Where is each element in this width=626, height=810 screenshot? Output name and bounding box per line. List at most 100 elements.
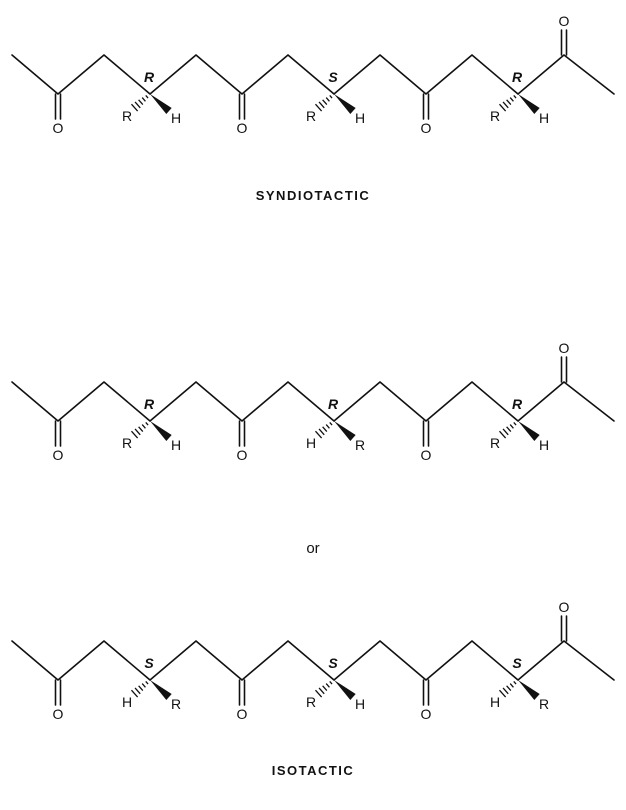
wedge-bond: [334, 421, 356, 441]
hashed-bond-stroke: [325, 683, 330, 688]
hashed-bond-stroke: [509, 97, 514, 102]
syndiotactic-caption: SYNDIOTACTIC: [256, 188, 371, 203]
oxygen-atom-label: O: [53, 447, 64, 463]
hashed-bond-stroke: [502, 687, 509, 695]
hashed-bond-stroke: [322, 685, 328, 691]
oxygen-atom-label: O: [559, 340, 570, 356]
hashed-bond-stroke: [318, 101, 325, 109]
hashed-bond-stroke: [314, 689, 323, 698]
stereo-descriptor: S: [328, 69, 338, 85]
stereo-descriptor: R: [512, 396, 523, 412]
hashed-bond-stroke: [322, 426, 328, 432]
substituent-label: H: [355, 110, 365, 126]
substituent-label: R: [490, 108, 500, 124]
wedge-bond: [334, 94, 356, 114]
substituent-label: H: [122, 694, 132, 710]
substituent-label: R: [355, 437, 365, 453]
oxygen-atom-label: O: [53, 706, 64, 722]
hashed-bond-stroke: [502, 101, 509, 109]
oxygen-atom-label: O: [237, 447, 248, 463]
hashed-bond-stroke: [498, 430, 507, 439]
oxygen-atom-label: O: [559, 599, 570, 615]
hashed-bond-stroke: [325, 97, 330, 102]
wedge-bond: [518, 680, 540, 700]
hashed-bond-stroke: [513, 422, 517, 426]
isotactic-caption: ISOTACTIC: [272, 763, 355, 778]
hashed-bond-stroke: [329, 95, 333, 99]
hashed-bond-stroke: [322, 99, 328, 105]
wedge-bond: [334, 680, 356, 700]
substituent-label: H: [355, 696, 365, 712]
hashed-bond-stroke: [509, 683, 514, 688]
hashed-bond-stroke: [314, 103, 323, 112]
hashed-bond-stroke: [130, 430, 139, 439]
substituent-label: R: [490, 435, 500, 451]
wedge-bond: [150, 421, 172, 441]
hashed-bond-stroke: [141, 97, 146, 102]
hashed-bond-stroke: [314, 430, 323, 439]
hashed-bond-stroke: [145, 422, 149, 426]
hashed-bond-stroke: [502, 428, 509, 436]
backbone-chain: [11, 381, 615, 422]
oxygen-atom-label: O: [559, 13, 570, 29]
substituent-label: R: [306, 694, 316, 710]
hashed-bond-stroke: [130, 689, 139, 698]
stereo-descriptor: R: [512, 69, 523, 85]
hashed-bond-stroke: [506, 426, 512, 432]
oxygen-atom-label: O: [421, 447, 432, 463]
oxygen-atom-label: O: [237, 706, 248, 722]
hashed-bond-stroke: [138, 99, 144, 105]
substituent-label: R: [122, 435, 132, 451]
substituent-label: H: [539, 437, 549, 453]
substituent-label: H: [539, 110, 549, 126]
wedge-bond: [150, 94, 172, 114]
hashed-bond-stroke: [130, 103, 139, 112]
wedge-bond: [518, 94, 540, 114]
substituent-label: R: [171, 696, 181, 712]
hashed-bond-stroke: [506, 685, 512, 691]
stereo-descriptor: R: [144, 69, 155, 85]
isotactic-structure: O O O O S H R S R H S H R: [11, 599, 615, 722]
alternative-structure: O O O O R R H R H R R R H: [11, 340, 615, 463]
stereo-descriptor: R: [144, 396, 155, 412]
hashed-bond-stroke: [329, 422, 333, 426]
substituent-label: H: [490, 694, 500, 710]
or-connector: or: [306, 540, 319, 557]
hashed-bond-stroke: [145, 95, 149, 99]
hashed-bond-stroke: [498, 103, 507, 112]
oxygen-atom-label: O: [421, 120, 432, 136]
hashed-bond-stroke: [141, 424, 146, 429]
oxygen-atom-label: O: [421, 706, 432, 722]
hashed-bond-stroke: [325, 424, 330, 429]
hashed-bond-stroke: [145, 681, 149, 685]
substituent-label: H: [171, 437, 181, 453]
stereo-descriptor: R: [328, 396, 339, 412]
substituent-label: R: [122, 108, 132, 124]
substituent-label: H: [171, 110, 181, 126]
wedge-bond: [518, 421, 540, 441]
hashed-bond-stroke: [134, 101, 141, 109]
oxygen-atom-label: O: [53, 120, 64, 136]
stereo-descriptor: S: [144, 655, 154, 671]
hashed-bond-stroke: [134, 428, 141, 436]
hashed-bond-stroke: [513, 95, 517, 99]
hashed-bond-stroke: [513, 681, 517, 685]
hashed-bond-stroke: [138, 426, 144, 432]
hashed-bond-stroke: [318, 687, 325, 695]
substituent-label: R: [306, 108, 316, 124]
backbone-chain: [11, 640, 615, 681]
stereo-descriptor: S: [328, 655, 338, 671]
hashed-bond-stroke: [329, 681, 333, 685]
wedge-bond: [150, 680, 172, 700]
hashed-bond-stroke: [138, 685, 144, 691]
backbone-chain: [11, 54, 615, 95]
stereo-descriptor: S: [512, 655, 522, 671]
substituent-label: R: [539, 696, 549, 712]
hashed-bond-stroke: [509, 424, 514, 429]
hashed-bond-stroke: [506, 99, 512, 105]
hashed-bond-stroke: [141, 683, 146, 688]
hashed-bond-stroke: [498, 689, 507, 698]
substituent-label: H: [306, 435, 316, 451]
